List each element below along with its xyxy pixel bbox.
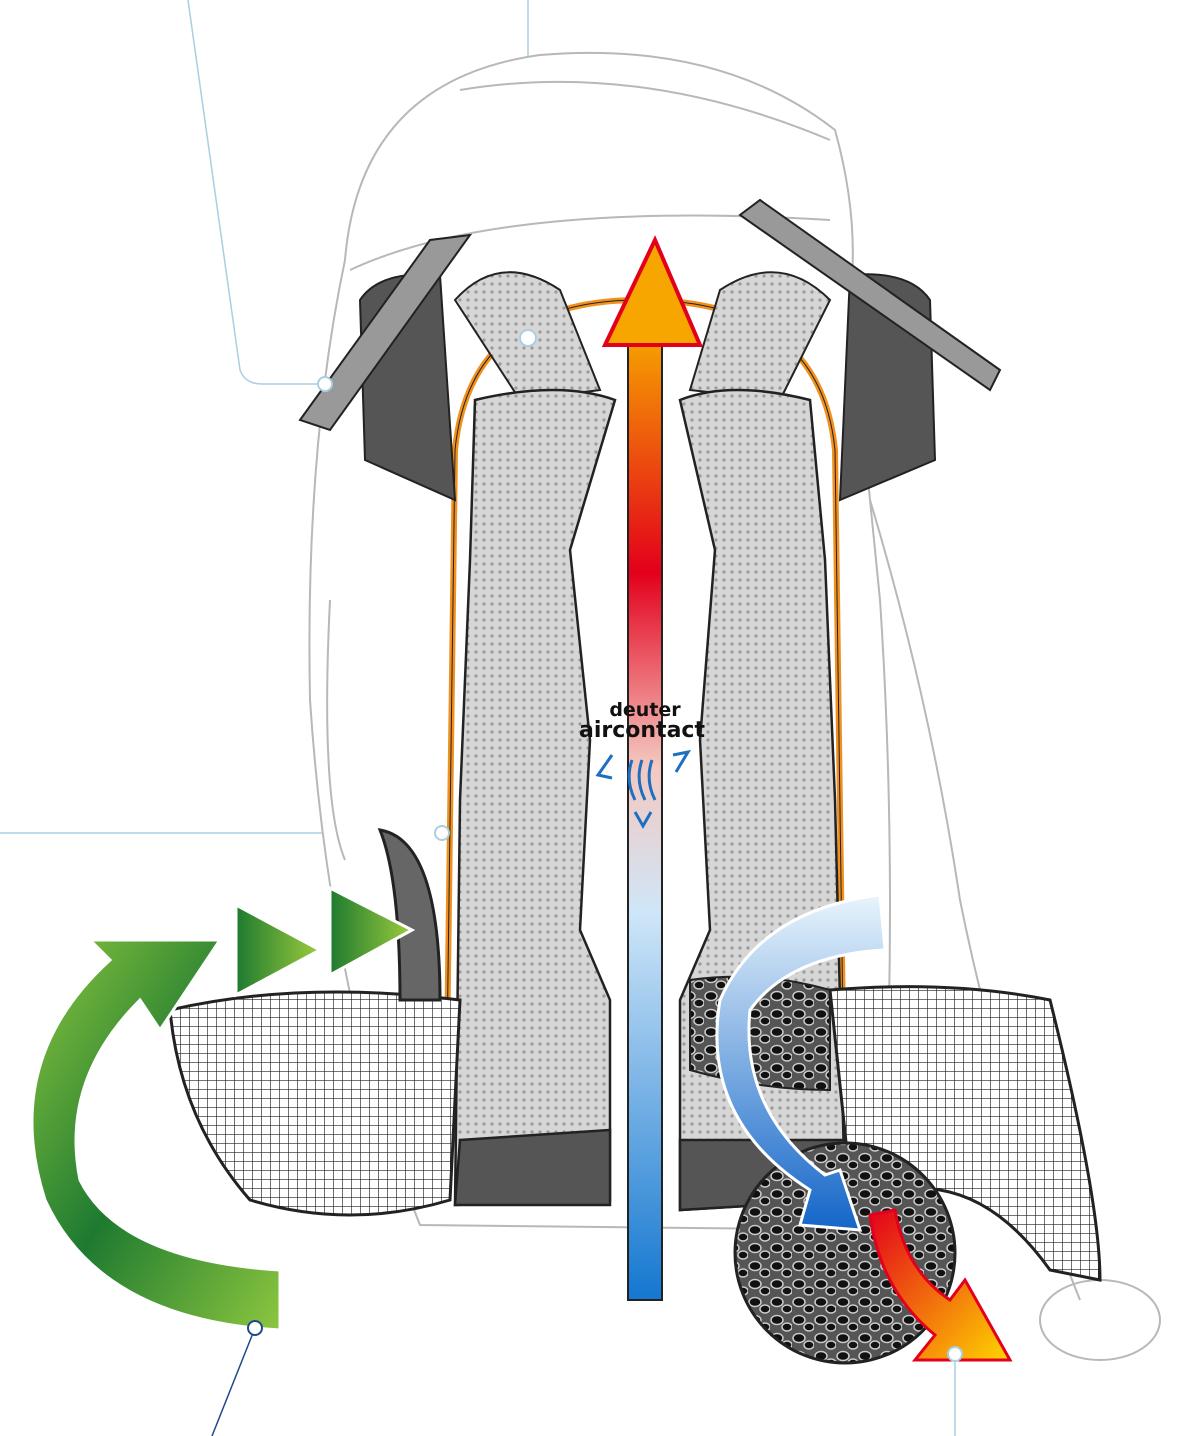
callout-dot-shoulder: [519, 329, 537, 347]
left-hip-fin: [168, 990, 462, 1217]
green-chevron-1: [234, 902, 324, 998]
hip-fins: [168, 828, 1102, 1282]
green-curved-arrow: [30, 938, 282, 1332]
hot-exhaust-arrow: [868, 1208, 1013, 1362]
green-chevron-2: [328, 885, 416, 978]
leader-line-hipfin: [211, 1327, 256, 1436]
callout-dot-hip: [247, 1320, 263, 1336]
callout-dot-vent: [947, 1346, 963, 1362]
callout-dot-strap: [317, 376, 333, 392]
shoulder-straps: [298, 198, 1002, 502]
foam-magnifier: [733, 1141, 957, 1365]
airflow-arrow: [601, 235, 704, 1301]
green-airflow-arrows: [30, 885, 416, 1332]
leader-line-strap: [187, 0, 325, 385]
aircontact-logo: deuter aircontact: [579, 699, 705, 830]
callout-dot-frame: [434, 825, 450, 841]
vent-icon: [595, 749, 692, 830]
logo-product: aircontact: [579, 718, 705, 743]
blue-cooling-arrow: [715, 893, 887, 1232]
logo-brand: deuter: [609, 699, 681, 721]
right-hip-fin: [828, 985, 1102, 1282]
